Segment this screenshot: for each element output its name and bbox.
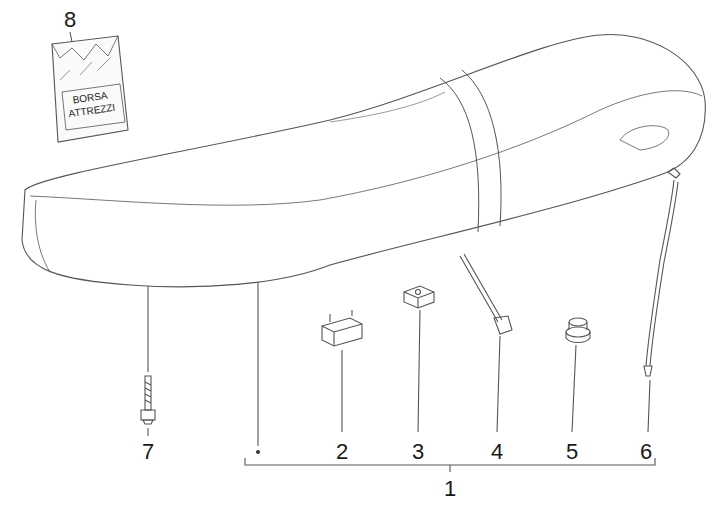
screw xyxy=(141,376,155,424)
leader-line xyxy=(70,32,72,42)
cable-tie xyxy=(460,254,512,334)
group-bracket xyxy=(245,458,655,472)
callout-number: 8 xyxy=(64,9,76,31)
callout-number: 6 xyxy=(640,441,652,463)
clip xyxy=(404,286,434,308)
bracket xyxy=(322,310,362,346)
callout-number: 3 xyxy=(412,441,424,463)
callout-number: 4 xyxy=(491,441,503,463)
leader-dot xyxy=(256,450,260,454)
tool-bag xyxy=(52,36,128,142)
leader-line xyxy=(648,380,650,432)
seat xyxy=(22,34,705,286)
callout-number: 7 xyxy=(142,441,154,463)
leader-line xyxy=(257,282,258,446)
leader-line xyxy=(418,310,420,432)
leader-line xyxy=(572,345,576,432)
rubber-buffer xyxy=(566,318,590,343)
release-cable xyxy=(644,168,680,376)
leader-line xyxy=(147,286,148,372)
callout-number: 5 xyxy=(566,441,578,463)
leader-line xyxy=(497,336,500,432)
callout-number: 1 xyxy=(444,478,456,500)
leader-line xyxy=(147,428,148,436)
leader-line xyxy=(341,350,342,432)
callout-number: 2 xyxy=(336,441,348,463)
